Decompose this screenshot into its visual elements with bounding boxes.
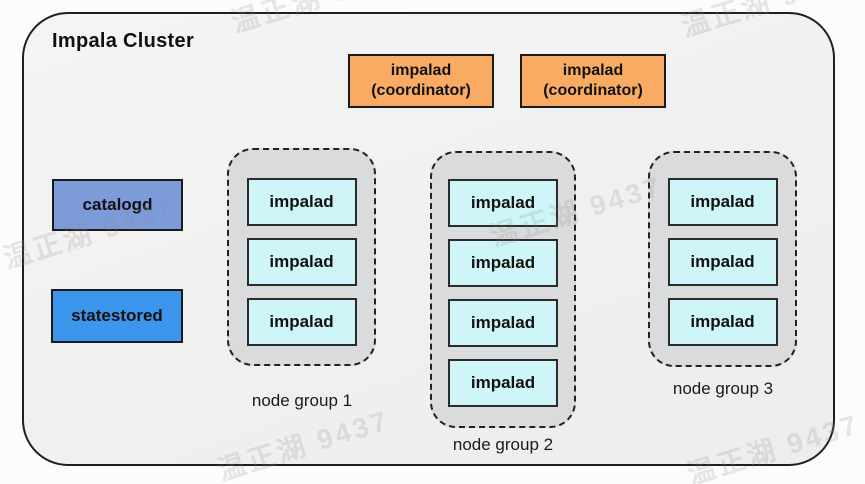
impalad-node-box: impalad <box>448 179 558 227</box>
statestored-box: statestored <box>51 289 183 343</box>
impalad-node-box: impalad <box>246 298 357 346</box>
statestored-label: statestored <box>71 306 163 325</box>
catalogd-box: catalogd <box>52 179 183 231</box>
node-group-3: impalad impalad impalad <box>648 151 797 367</box>
impalad-node-box: impalad <box>667 298 778 346</box>
impalad-node-box: impalad <box>667 178 778 226</box>
impalad-node-box: impalad <box>448 359 558 407</box>
impalad-coordinator-box: impalad (coordinator) <box>520 54 666 108</box>
coordinator-label-line1: impalad <box>390 61 452 79</box>
catalogd-label: catalogd <box>82 195 153 214</box>
node-group-1: impalad impalad impalad <box>227 148 376 366</box>
node-group-2-label: node group 2 <box>452 435 554 454</box>
node-group-3-label: node group 3 <box>672 379 774 398</box>
cluster-title: Impala Cluster <box>52 30 195 52</box>
node-group-2: impalad impalad impalad impalad <box>430 151 576 428</box>
impalad-coordinator-box: impalad (coordinator) <box>348 54 494 108</box>
coordinator-label-line2: (coordinator) <box>371 82 471 99</box>
impalad-node-box: impalad <box>246 178 357 226</box>
impalad-node-box: impalad <box>667 238 778 286</box>
impalad-node-box: impalad <box>448 299 558 347</box>
impalad-node-box: impalad <box>246 238 357 286</box>
node-group-1-label: node group 1 <box>251 391 353 410</box>
coordinator-label-line2: (coordinator) <box>543 82 643 99</box>
coordinator-label-line1: impalad <box>562 61 624 79</box>
impalad-node-box: impalad <box>448 239 558 287</box>
